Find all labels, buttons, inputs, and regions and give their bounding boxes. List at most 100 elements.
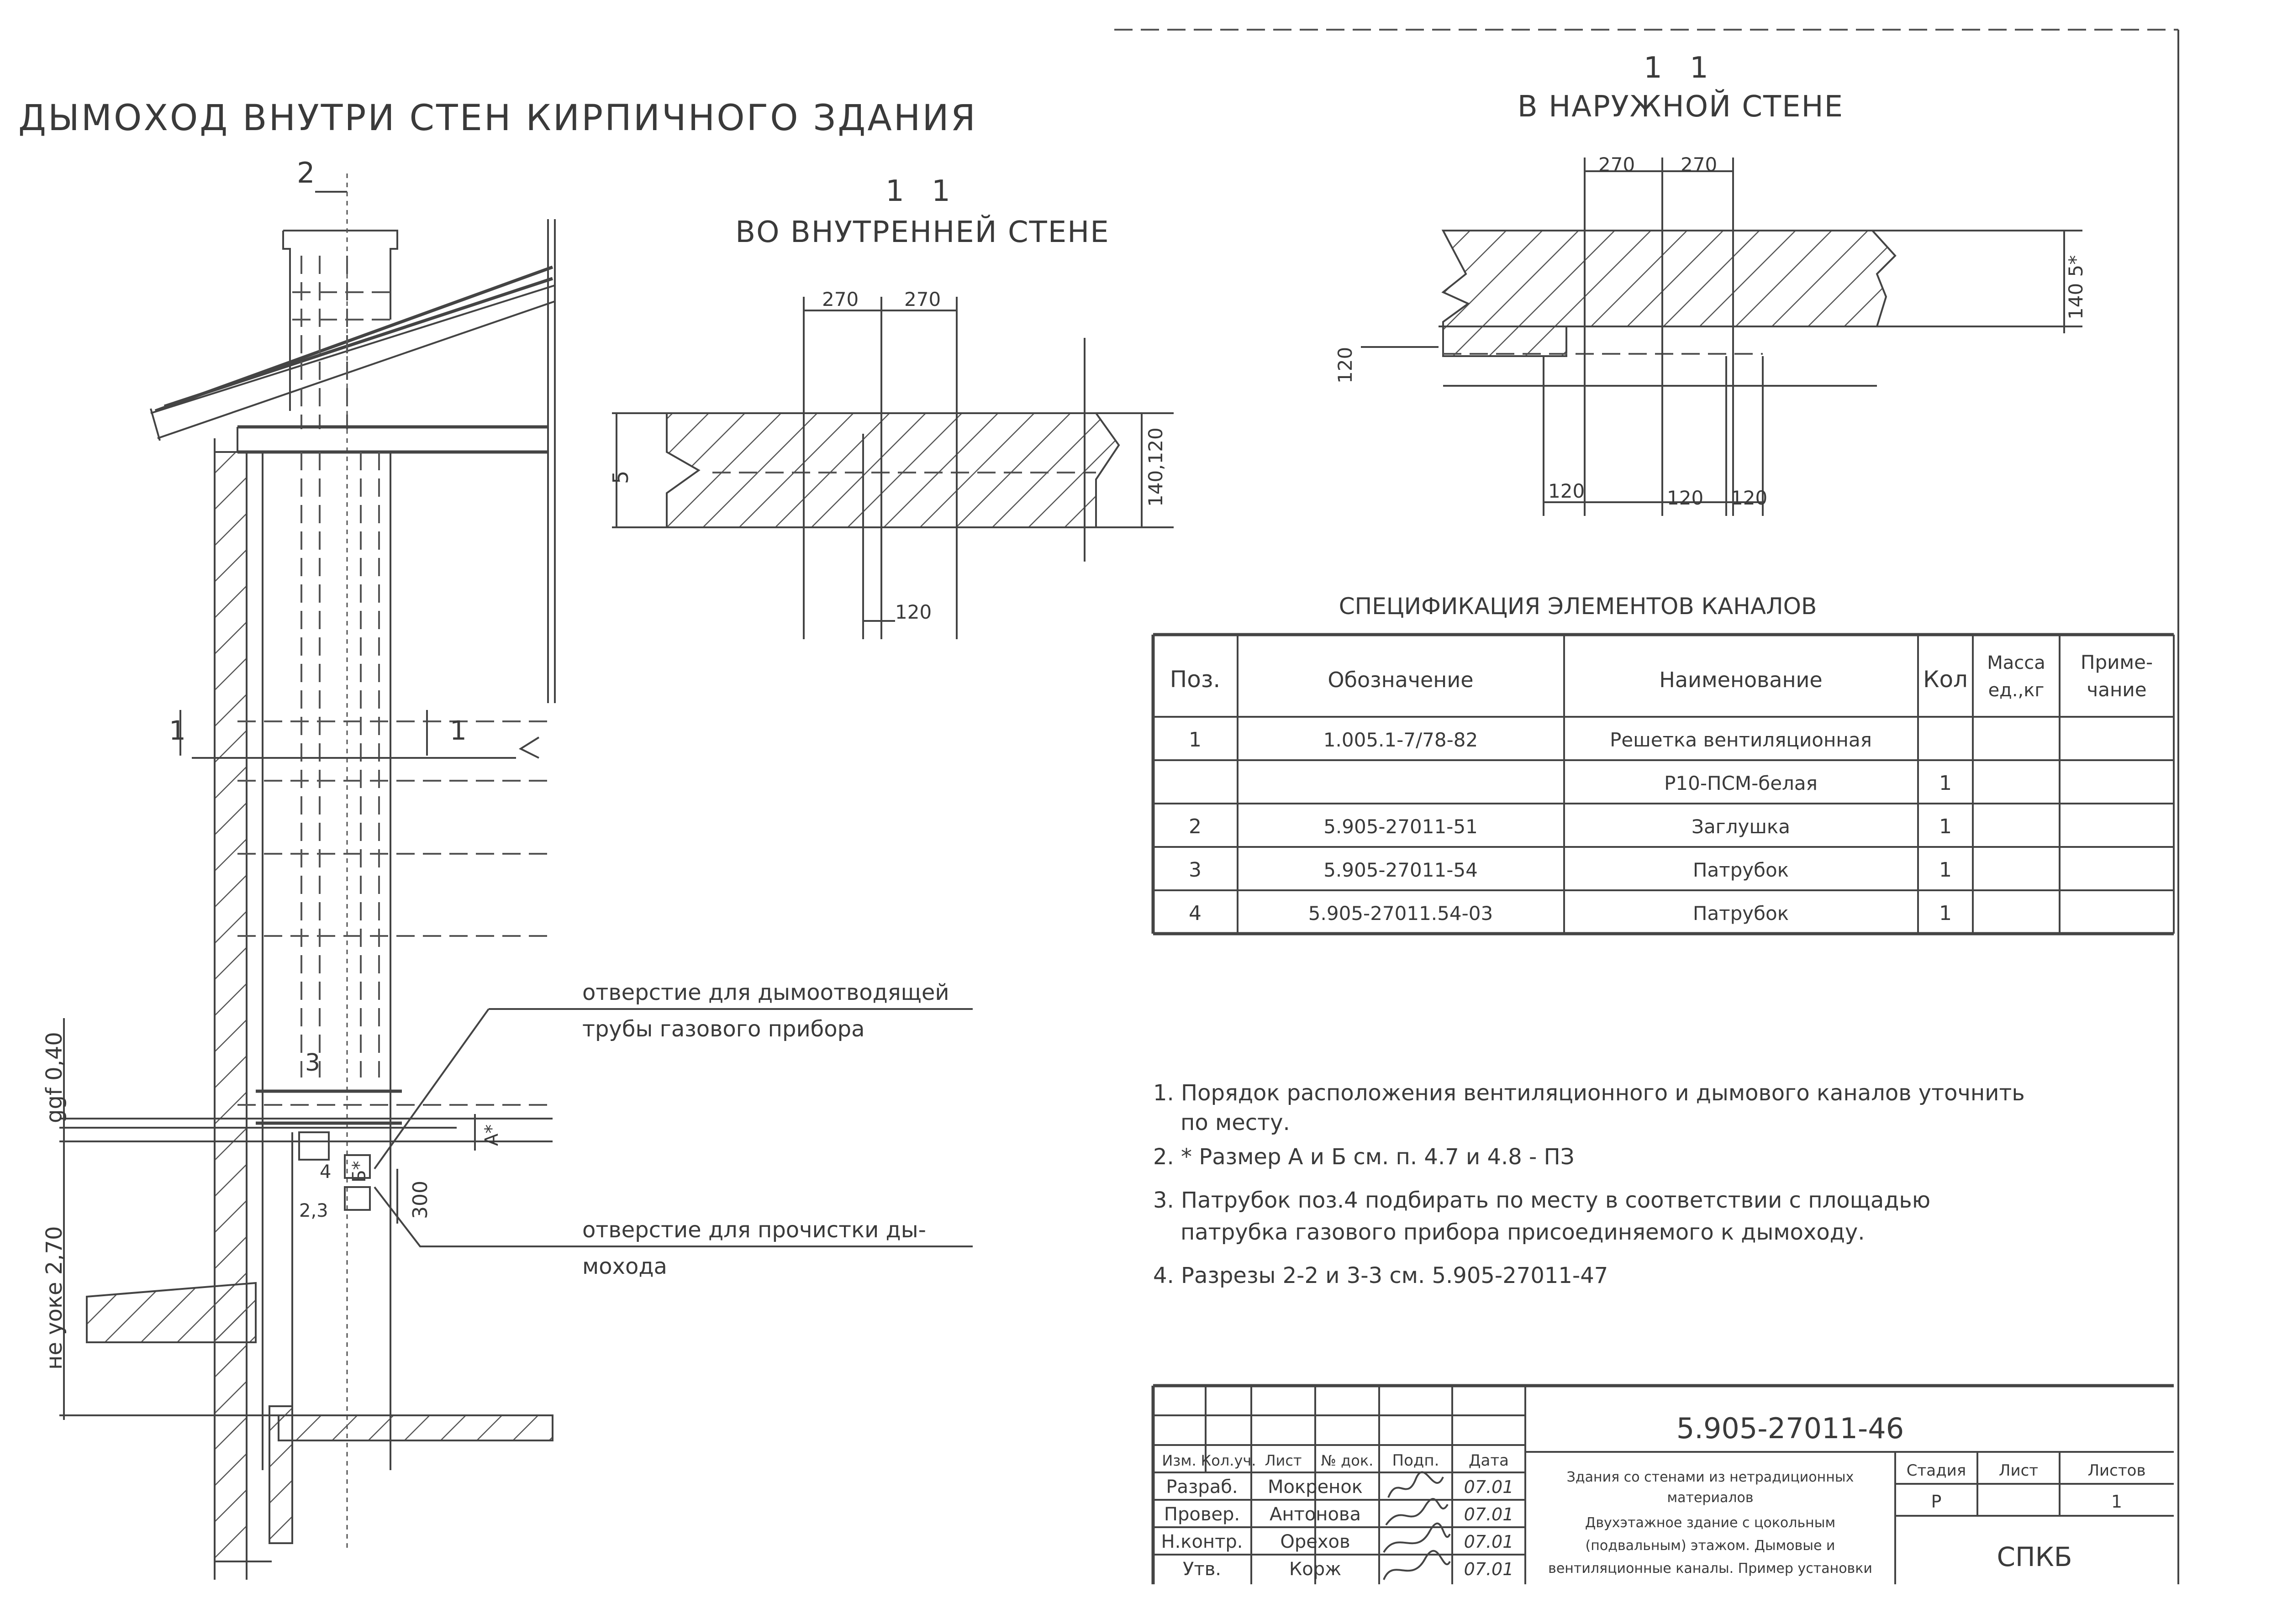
spec-row-4-qty: 1 — [1939, 858, 1952, 882]
stamp-desc-1: Здания со стенами из нетрадиционных — [1567, 1469, 1854, 1485]
spec-row-4-pos: 3 — [1189, 858, 1202, 882]
spec-header-note-2: чание — [2087, 678, 2146, 701]
spec-row: 1 1.005.1-7/78-82 Решетка вентиляционная — [1189, 728, 1872, 752]
section-mark-1-left: 1 — [169, 715, 186, 746]
notes: 1. Порядок расположения вентиляционного … — [1153, 1080, 2025, 1288]
dim-left-lower: не уоке 2,70 — [42, 1226, 67, 1370]
spec-header-mass-2: ед.,кг — [1988, 680, 2045, 701]
note-2-line-1: 2. * Размер А и Б см. п. 4.7 и 4.8 - ПЗ — [1153, 1144, 1575, 1170]
note-1-line-2: по месту. — [1181, 1110, 1290, 1135]
spec-header-qty: Кол — [1923, 666, 1968, 693]
spec-row-2-name: Р10-ПСМ-белая — [1664, 772, 1818, 794]
organization: СПКБ — [1997, 1541, 2072, 1572]
section-outer-wall: 1 1 В НАРУЖНОЙ СТЕНЕ 270 270 140 5* 120 … — [1334, 51, 2087, 516]
note-4-line-1: 4. Разрезы 2-2 и 3-3 см. 5.905-27011-47 — [1153, 1263, 1608, 1288]
document-code: 5.905-27011-46 — [1676, 1412, 1904, 1445]
section-outer-title: В НАРУЖНОЙ СТЕНЕ — [1518, 89, 1844, 124]
spec-row-5-name: Патрубок — [1693, 902, 1789, 925]
inner-dim-bottom: 120 — [895, 601, 932, 623]
stamp-role-3: Н.контр. — [1161, 1531, 1243, 1552]
main-title: ДЫМОХОД ВНУТРИ СТЕН КИРПИЧНОГО ЗДАНИЯ — [18, 98, 977, 139]
position-3-label: 3 — [305, 1049, 320, 1077]
position-4-label: 4 — [320, 1162, 331, 1183]
stamp-sheets-value: 1 — [2111, 1492, 2122, 1512]
outer-dim-b2: 120 — [1667, 487, 1703, 509]
stamp-name-4: Корж — [1289, 1559, 1341, 1580]
stamp-desc-5: вентиляционные каналы. Пример установки — [1548, 1561, 1872, 1577]
note-1-line-1: 1. Порядок расположения вентиляционного … — [1153, 1080, 2025, 1106]
stamp-desc-3: Двухэтажное здание с цокольным — [1585, 1515, 1835, 1531]
callout-smoke-line-1: отверстие для дымоотводящей — [582, 980, 949, 1005]
stamp-desc-2: материалов — [1667, 1490, 1753, 1506]
signature-4 — [1383, 1550, 1451, 1580]
stamp-date-1: 07.01 — [1464, 1477, 1514, 1497]
spec-row: 2 5.905-27011-51 Заглушка 1 — [1189, 815, 1952, 838]
section-mark-2: 2 — [297, 156, 315, 189]
specification-table: СПЕЦИФИКАЦИЯ ЭЛЕМЕНТОВ КАНАЛОВ Поз. Обоз… — [1151, 593, 2175, 936]
stamp-name-3: Орехов — [1280, 1531, 1350, 1552]
callout-leaders — [374, 1008, 973, 1247]
title-block: 5.905-27011-46 Изм. Кол.уч. Лист № док. … — [1151, 1384, 2174, 1584]
stamp-name-1: Мокренок — [1268, 1477, 1363, 1498]
section-mark-1-right: 1 — [450, 715, 467, 746]
stamp-stage-value: Р — [1931, 1492, 1942, 1512]
elevation-view: 2 1 1 3 — [42, 156, 556, 1580]
spec-row-4-desig: 5.905-27011-54 — [1323, 859, 1478, 881]
stamp-role-1: Разраб. — [1166, 1477, 1238, 1498]
signature-3 — [1383, 1523, 1451, 1553]
note-3-line-2: патрубка газового прибора присоединяемог… — [1181, 1219, 1865, 1245]
stamp-header-data: Дата — [1469, 1451, 1509, 1470]
callout-smoke-line-2: трубы газового прибора — [582, 1016, 865, 1042]
spec-row-3-name: Заглушка — [1692, 815, 1790, 838]
outer-dim-b3: 120 — [1731, 487, 1767, 509]
spec-title: СПЕЦИФИКАЦИЯ ЭЛЕМЕНТОВ КАНАЛОВ — [1339, 593, 1817, 620]
outer-dim-w2: 270 — [1681, 153, 1717, 176]
spec-row-1-pos: 1 — [1189, 728, 1202, 752]
callout-clean-line-2: мохода — [582, 1254, 667, 1279]
spec-row: 3 5.905-27011-54 Патрубок 1 — [1189, 858, 1952, 882]
dim-b: Б* — [349, 1161, 370, 1183]
inner-dim-w1: 270 — [822, 288, 859, 310]
stamp-header-podp: Подп. — [1392, 1451, 1439, 1470]
dim-left-upper: ggf 0,40 — [42, 1032, 67, 1123]
stamp-desc-4: (подвальным) этажом. Дымовые и — [1586, 1538, 1835, 1554]
spec-row: Р10-ПСМ-белая 1 — [1664, 772, 1952, 795]
spec-header-pos: Поз. — [1170, 666, 1221, 693]
spec-header-mass-1: Масса — [1987, 652, 2045, 673]
inner-dim-right: 140,120 — [1144, 427, 1167, 507]
spec-row-5-pos: 4 — [1189, 902, 1202, 925]
spec-row-4-name: Патрубок — [1693, 859, 1789, 881]
stamp-header-ndoc: № док. — [1321, 1452, 1374, 1469]
dim-a: A* — [481, 1125, 502, 1146]
signature-1 — [1387, 1471, 1444, 1498]
section-inner-wall: 1 1 ВО ВНУТРЕННЕЙ СТЕНЕ 270 270 5 140,12… — [608, 174, 1174, 639]
stamp-header-izm: Изм. — [1162, 1452, 1196, 1469]
spec-row-1-name: Решетка вентиляционная — [1610, 729, 1872, 751]
inner-dim-w2: 270 — [904, 288, 941, 310]
outer-dim-right: 140 5* — [2065, 255, 2087, 320]
position-2-3-label: 2,3 — [299, 1200, 328, 1221]
stamp-date-3: 07.01 — [1464, 1532, 1514, 1552]
section-inner-title: ВО ВНУТРЕННЕЙ СТЕНЕ — [735, 215, 1109, 249]
spec-header-note-1: Приме- — [2081, 651, 2153, 673]
sheet-frame — [1114, 29, 2179, 1584]
stamp-header-kol: Кол.уч. — [1201, 1452, 1256, 1469]
callout-clean-line-1: отверстие для прочистки ды- — [582, 1217, 926, 1243]
outer-dim-w1: 270 — [1598, 153, 1635, 176]
stamp-date-2: 07.01 — [1464, 1504, 1514, 1524]
stamp-stage-header: Стадия — [1907, 1461, 1966, 1480]
spec-row: 4 5.905-27011.54-03 Патрубок 1 — [1189, 902, 1952, 925]
stamp-header-list: Лист — [1265, 1452, 1302, 1469]
inner-dim-h: 5 — [608, 471, 633, 484]
note-3-line-1: 3. Патрубок поз.4 подбирать по месту в с… — [1153, 1188, 1930, 1213]
stamp-sheet-header: Лист — [1999, 1461, 2038, 1480]
signature-2 — [1385, 1498, 1449, 1526]
stamp-role-4: Утв. — [1183, 1559, 1221, 1580]
spec-row-5-desig: 5.905-27011.54-03 — [1308, 902, 1493, 925]
stamp-role-2: Провер. — [1164, 1504, 1240, 1525]
stamp-date-4: 07.01 — [1464, 1559, 1514, 1579]
spec-header-designation: Обозначение — [1328, 667, 1473, 692]
spec-row-1-desig: 1.005.1-7/78-82 — [1323, 729, 1478, 751]
section-outer-mark: 1 1 — [1644, 51, 1718, 85]
